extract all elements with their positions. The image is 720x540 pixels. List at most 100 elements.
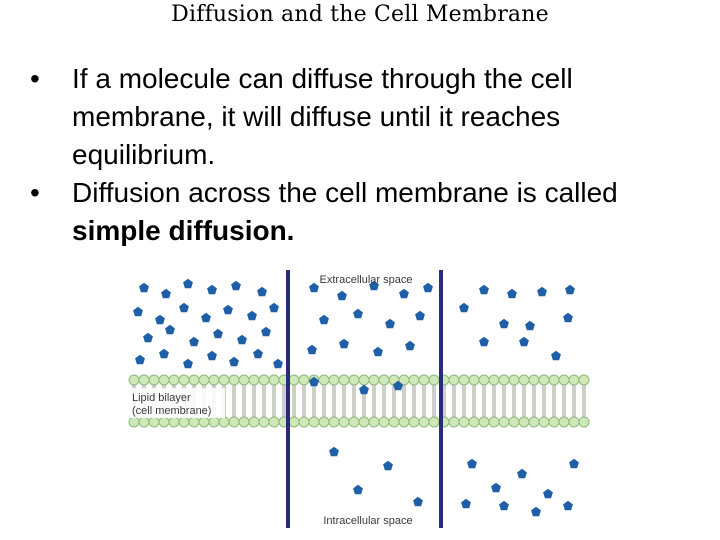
lipid-head	[129, 417, 139, 427]
molecule	[247, 311, 257, 320]
molecule	[499, 501, 509, 510]
lipid-head	[229, 417, 239, 427]
slide-title: Diffusion and the Cell Membrane	[0, 2, 720, 27]
bullet-text: Diffusion across the cell membrane is ca…	[72, 177, 618, 208]
lipid-head	[489, 417, 499, 427]
molecule	[563, 501, 573, 510]
lipid-head	[149, 417, 159, 427]
molecule	[329, 447, 339, 456]
lipid-head	[579, 417, 589, 427]
molecule	[359, 385, 369, 394]
lipid-head	[179, 375, 189, 385]
lipid-head	[429, 417, 439, 427]
molecule	[273, 359, 283, 368]
molecule	[517, 469, 527, 478]
lipid-head	[349, 417, 359, 427]
molecule	[257, 287, 267, 296]
molecule	[413, 497, 423, 506]
lipid-head	[529, 375, 539, 385]
molecule	[415, 311, 425, 320]
molecule	[563, 313, 573, 322]
molecule	[353, 309, 363, 318]
molecule	[373, 347, 383, 356]
lipid-head	[539, 375, 549, 385]
lipid-head	[339, 417, 349, 427]
lipid-head	[559, 417, 569, 427]
lipid-head	[499, 375, 509, 385]
bullet-item-2: • Diffusion across the cell membrane is …	[30, 174, 700, 250]
lipid-head	[289, 417, 299, 427]
lipid-head	[289, 375, 299, 385]
molecule	[179, 303, 189, 312]
lipid-head	[309, 417, 319, 427]
bullet-text-bold: simple diffusion.	[72, 215, 294, 246]
lipid-head	[549, 417, 559, 427]
molecule	[135, 355, 145, 364]
lipid-head	[219, 375, 229, 385]
lipid-head	[229, 375, 239, 385]
intracellular-label: Intracellular space	[323, 515, 412, 527]
molecule	[183, 359, 193, 368]
molecule	[385, 319, 395, 328]
molecule	[519, 337, 529, 346]
lipid-head	[169, 375, 179, 385]
molecule	[269, 303, 279, 312]
lipid-head	[379, 375, 389, 385]
lipid-head	[299, 375, 309, 385]
molecule	[337, 291, 347, 300]
molecule	[139, 283, 149, 292]
lipid-head	[149, 375, 159, 385]
molecule	[459, 303, 469, 312]
molecule	[479, 337, 489, 346]
lipid-head	[199, 375, 209, 385]
molecule	[213, 329, 223, 338]
molecule	[491, 483, 501, 492]
molecule	[339, 339, 349, 348]
lipid-head	[449, 375, 459, 385]
lipid-head	[239, 417, 249, 427]
lipid-head	[499, 417, 509, 427]
extracellular-label: Extracellular space	[320, 274, 413, 286]
lipid-head	[549, 375, 559, 385]
molecule	[165, 325, 175, 334]
lipid-head	[219, 417, 229, 427]
molecule	[155, 315, 165, 324]
lipid-head	[469, 417, 479, 427]
molecule	[159, 349, 169, 358]
molecule	[231, 281, 241, 290]
lipid-head	[139, 375, 149, 385]
lipid-head	[569, 417, 579, 427]
molecule	[307, 345, 317, 354]
lipid-head	[159, 417, 169, 427]
molecule	[253, 349, 263, 358]
molecule	[543, 489, 553, 498]
molecule	[551, 351, 561, 360]
lipid-head	[189, 417, 199, 427]
lipid-head	[269, 417, 279, 427]
lipid-head	[429, 375, 439, 385]
lipid-head	[409, 375, 419, 385]
bullet-marker: •	[30, 174, 40, 212]
lipid-head	[349, 375, 359, 385]
bullet-marker: •	[30, 60, 40, 98]
bilayer-label-line2: (cell membrane)	[132, 405, 211, 417]
molecule	[479, 285, 489, 294]
lipid-head	[449, 417, 459, 427]
molecule	[565, 285, 575, 294]
lipid-head	[179, 417, 189, 427]
lipid-head	[319, 375, 329, 385]
bullet-item-1: • If a molecule can diffuse through the …	[30, 60, 700, 174]
lipid-head	[529, 417, 539, 427]
lipid-head	[539, 417, 549, 427]
lipid-head	[399, 417, 409, 427]
lipid-head	[419, 417, 429, 427]
lipid-head	[559, 375, 569, 385]
lipid-head	[419, 375, 429, 385]
lipid-head	[459, 417, 469, 427]
lipid-head	[509, 375, 519, 385]
molecule	[531, 507, 541, 516]
lipid-head	[129, 375, 139, 385]
molecule	[229, 357, 239, 366]
molecule	[207, 285, 217, 294]
lipid-head	[359, 375, 369, 385]
